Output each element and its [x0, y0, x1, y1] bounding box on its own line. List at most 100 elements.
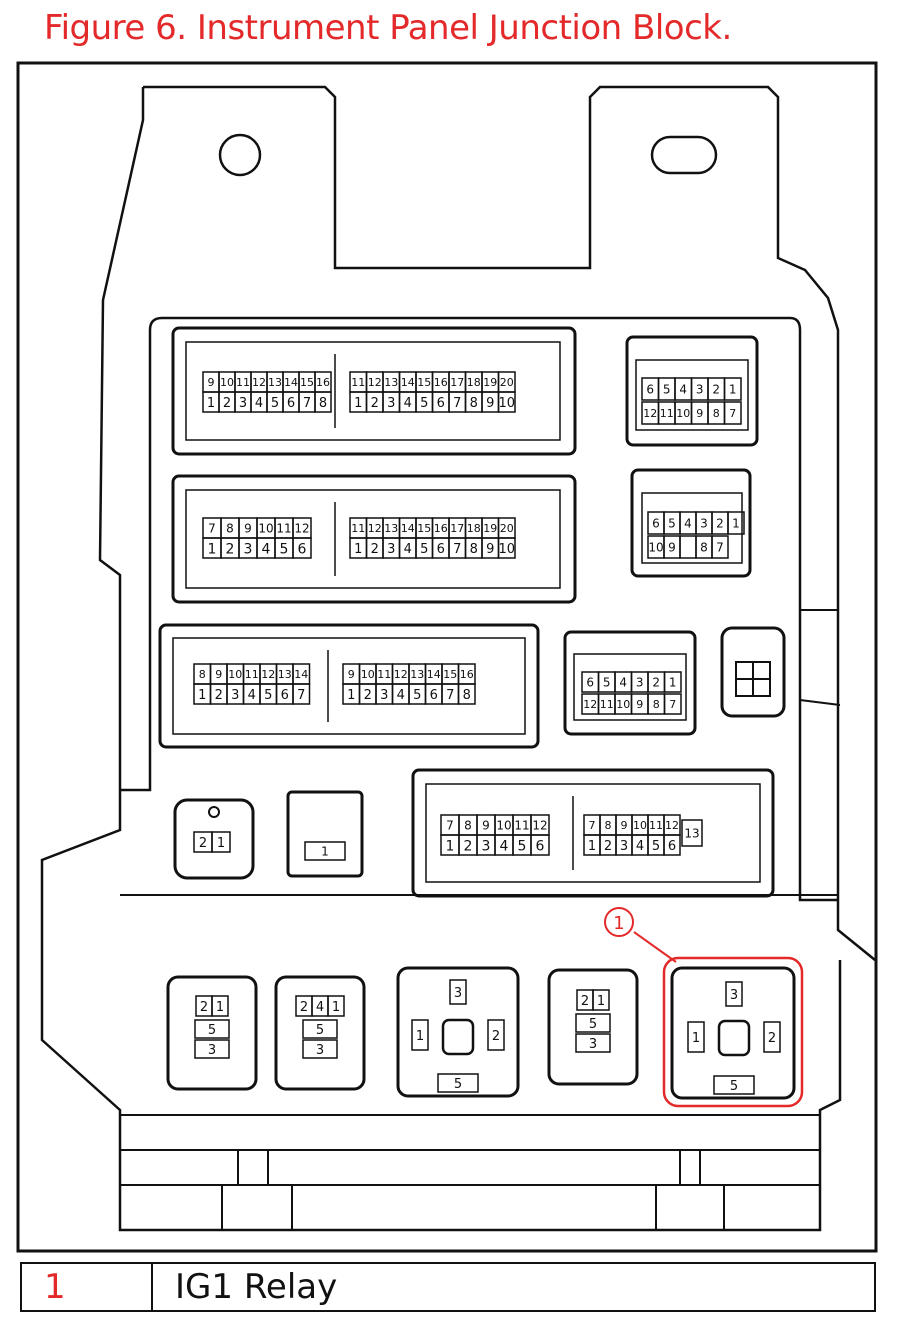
inner-body-left: [120, 330, 152, 792]
small-2pin-pin-0-label: 2: [199, 836, 207, 851]
relay-socket-2: [274, 975, 366, 1091]
c3-left-bottom-pin-6-cell: [292, 683, 311, 705]
base-lines: [120, 1114, 820, 1186]
outer-frame: [16, 61, 878, 1253]
c1-left-top-pin-5-label: 14: [284, 376, 298, 389]
c1-right-bottom-pin-5-label: 6: [437, 396, 445, 411]
c4-right-bottom-pin-5-cell: [663, 834, 681, 856]
r1-bottom-pin-cell: [194, 1039, 230, 1059]
r1-bottom-pin-label: 3: [208, 1043, 216, 1058]
c4-right-bottom-pin-1-label: 2: [604, 839, 612, 854]
r4-bottom-pin-label: 3: [589, 1037, 597, 1052]
s2-top-pin-1-label: 5: [668, 517, 676, 531]
s1-bottom-pin-4-label: 8: [713, 407, 720, 420]
c1-left-bottom-pin-7-cell: [314, 391, 332, 413]
c2-left-bottom-pin-0-label: 1: [208, 541, 217, 557]
c3-left-top-pin-5-label: 13: [278, 668, 292, 681]
c1-left-bottom-pin-2-label: 3: [239, 396, 247, 411]
c2-right-top-pin-0-label: 11: [351, 522, 365, 535]
c1-left-bottom-pin-1-label: 2: [223, 396, 231, 411]
small-2pin-pin-1-cell: [211, 831, 231, 853]
r2-top-pin-0-label: 2: [300, 1000, 308, 1015]
c1-right-bottom-pin-9-label: 10: [498, 396, 515, 411]
callout-circle: [604, 907, 634, 937]
r3-right-pin-label: 2: [492, 1029, 500, 1044]
s1-top-pin-4-label: 2: [712, 383, 720, 397]
s2-bottom-pin-2-cell: [679, 535, 697, 559]
r3-left-pin-label: 1: [416, 1029, 424, 1044]
connector-housing-s2: [630, 468, 752, 578]
c4-right-bottom-pin-4-label: 5: [652, 839, 660, 854]
c1-right-top-pin-8-label: 19: [483, 376, 497, 389]
s3-bottom-pin-5-label: 7: [669, 698, 676, 711]
r2-bottom-pin-label: 3: [316, 1043, 324, 1058]
relay-socket-4: [547, 968, 639, 1086]
r5-top-pin-cell: [725, 981, 743, 1007]
c2-left-top-pin-0-label: 7: [208, 522, 216, 536]
c4-left-bottom-pin-0-label: 1: [446, 838, 455, 854]
c1-right-bottom-pin-6-label: 7: [453, 396, 461, 411]
c4-extra-pin-label: 13: [684, 827, 699, 841]
r5-bottom-pin-label: 5: [730, 1079, 738, 1094]
c4-left-top-pin-4-label: 11: [514, 819, 529, 833]
r4-bottom-pin-cell: [575, 1033, 611, 1053]
connector-housing-4: [411, 768, 775, 898]
c3-right-bottom-pin-1-label: 2: [364, 688, 372, 703]
r4-mid-pin-cell: [575, 1013, 611, 1033]
s1-top-pin-2-label: 4: [679, 383, 687, 397]
c2-left-bottom-pin-5-label: 6: [298, 541, 307, 557]
connector-housing-2pin: [173, 798, 255, 880]
base-tab-right: [655, 1184, 725, 1231]
s3-top-pin-4-label: 2: [652, 676, 660, 690]
c2-right-bottom-pin-0-label: 1: [354, 542, 362, 557]
c3-right-top-pin-5-label: 14: [427, 668, 441, 681]
c3-right-top-pin-4-label: 13: [410, 668, 424, 681]
c1-right-top-pin-0-label: 11: [351, 376, 365, 389]
c2-right-bottom-pin-5-label: 6: [437, 542, 445, 557]
c3-right-top-pin-7-label: 16: [460, 668, 474, 681]
ig1-relay-highlight: [662, 956, 804, 1108]
s3-top-pin-5-label: 1: [669, 676, 677, 690]
c3-right-top-pin-2-label: 11: [377, 668, 391, 681]
s2-top-pin-2-label: 4: [684, 517, 692, 531]
c2-right-top-pin-1-label: 12: [368, 522, 382, 535]
c1-right-top-pin-3-label: 14: [401, 376, 415, 389]
c4-left-top-pin-1-label: 8: [464, 819, 472, 833]
s1-top-pin-5-cell: [723, 377, 742, 401]
s1-bottom-pin-2-label: 10: [676, 407, 690, 420]
c1-left-bottom-pin-7-label: 8: [319, 396, 327, 411]
c1-left-bottom-pin-6-label: 7: [303, 396, 311, 411]
base-slots: [237, 1150, 701, 1185]
r5-top-pin-label: 3: [730, 988, 738, 1003]
c2-right-bottom-pin-6-label: 7: [453, 542, 461, 557]
s2-bottom-pin-0-label: 10: [648, 541, 663, 555]
c2-right-bottom-pin-9-cell: [497, 537, 516, 559]
c4-right-top-pin-4-label: 11: [649, 819, 663, 832]
connector-housing-2: [171, 474, 577, 604]
c3-right-bottom-pin-5-label: 6: [430, 688, 438, 703]
c2-left-bottom-pin-5-cell: [292, 537, 312, 559]
c1-left-top-pin-6-label: 15: [300, 376, 314, 389]
c3-left-top-pin-2-label: 10: [228, 668, 242, 681]
r2-mid-pin-cell: [302, 1019, 338, 1039]
r5-bottom-pin-cell: [713, 1075, 755, 1095]
c1-right-bottom-pin-4-label: 5: [420, 396, 428, 411]
r2-mid-pin-label: 5: [316, 1023, 324, 1038]
c4-left-bottom-pin-5-cell: [530, 834, 550, 856]
c1-left-bottom-pin-3-label: 4: [255, 396, 263, 411]
c2-right-top-pin-4-label: 15: [417, 522, 431, 535]
r2-top-pin-1-label: 4: [316, 1000, 324, 1015]
c3-right-bottom-pin-0-label: 1: [347, 688, 355, 703]
c3-right-bottom-pin-4-label: 5: [413, 688, 421, 703]
c1-right-top-pin-2-label: 13: [384, 376, 398, 389]
c2-right-top-pin-5-label: 16: [434, 522, 448, 535]
c3-left-bottom-pin-0-label: 1: [198, 688, 206, 703]
r2-bottom-pin-cell: [302, 1039, 338, 1059]
c4-right-top-pin-3-label: 10: [633, 819, 647, 832]
s2-top-pin-4-label: 2: [716, 517, 724, 531]
s2-top-pin-0-label: 6: [652, 517, 660, 531]
c3-left-bottom-pin-4-label: 5: [264, 688, 272, 703]
r1-mid-pin-label: 5: [208, 1023, 216, 1038]
single-pin-cell: [304, 841, 346, 861]
